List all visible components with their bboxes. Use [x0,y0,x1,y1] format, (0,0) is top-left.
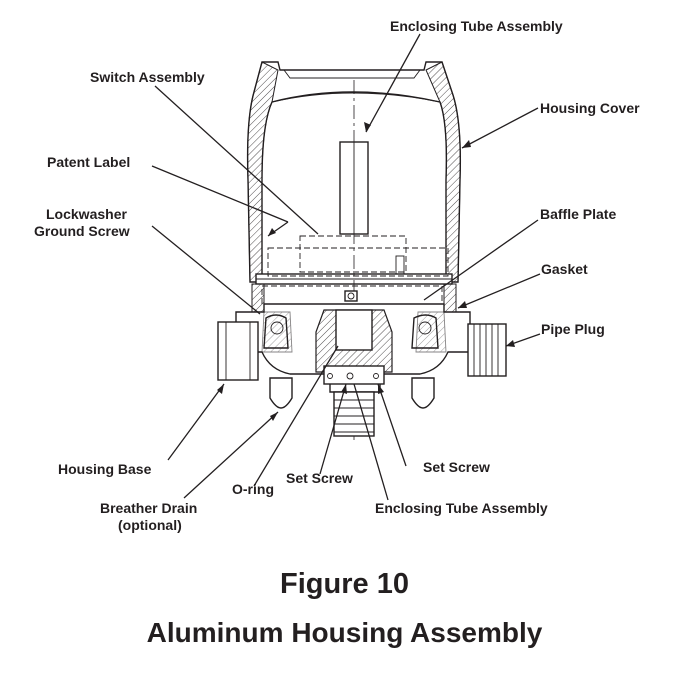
label-pipe-plug: Pipe Plug [541,321,605,337]
label-breather-drain: Breather Drain [100,500,197,516]
label-lockwasher: Lockwasher [46,206,127,222]
figure-number: Figure 10 [280,568,409,600]
label-enclosing-tube-top: Enclosing Tube Assembly [390,18,563,34]
label-patent-label: Patent Label [47,154,130,170]
gasket [251,283,457,313]
housing-cover [246,61,462,285]
label-breather-optional: (optional) [118,517,182,533]
conduit-hub-left [217,321,259,381]
enclosing-tube [339,141,369,235]
leader-lines [151,33,541,501]
label-set-screw-right: Set Screw [423,459,490,475]
baffle-plate [261,285,443,305]
label-housing-cover: Housing Cover [540,100,640,116]
label-enclosing-tube-bottom: Enclosing Tube Assembly [375,500,548,516]
pipe-plug [467,323,507,377]
switch-assembly [267,235,449,277]
label-o-ring: O-ring [232,481,274,497]
label-ground-screw: Ground Screw [34,223,130,239]
breather-drain [269,377,435,409]
label-housing-base: Housing Base [58,461,152,477]
figure-title: Aluminum Housing Assembly [146,617,543,648]
label-gasket: Gasket [541,261,588,277]
label-baffle-plate: Baffle Plate [540,206,616,222]
label-switch-assembly: Switch Assembly [90,69,205,85]
label-set-screw-left: Set Screw [286,470,353,486]
housing-base [235,303,471,393]
enclosing-tube-lower [333,391,375,437]
